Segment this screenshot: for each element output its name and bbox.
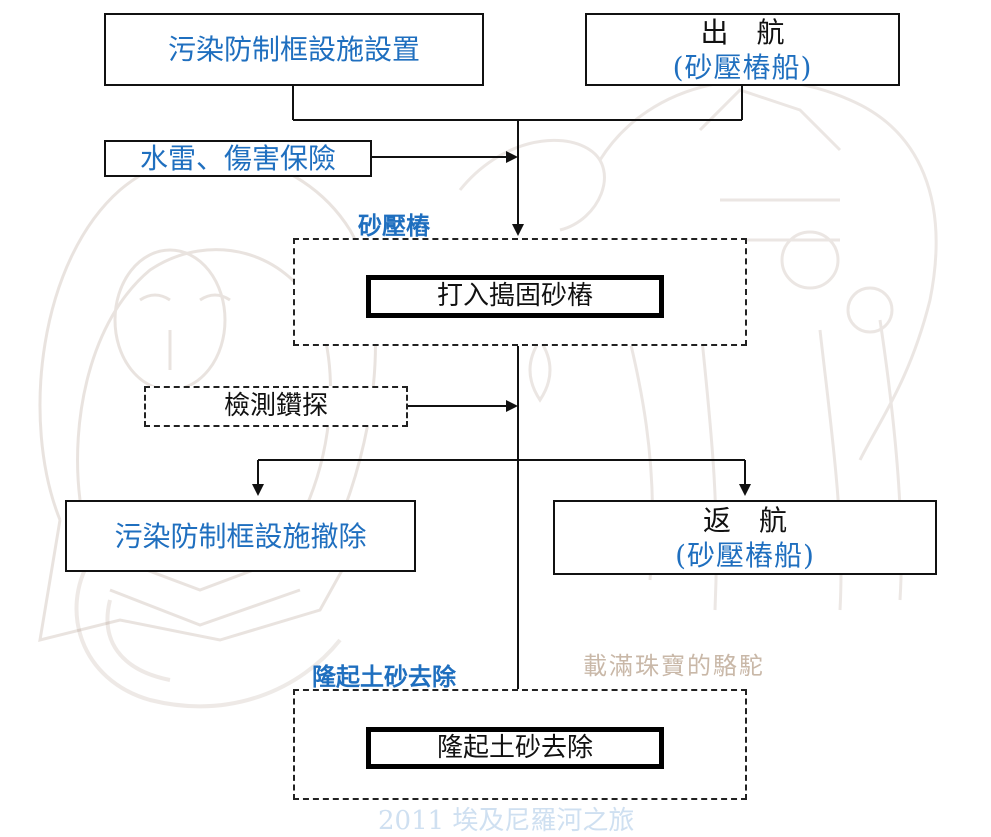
depart-title: 出 航 <box>700 15 785 49</box>
section-label-uplift: 隆起土砂去除 <box>312 663 456 691</box>
watermark-caption: 載滿珠寶的駱駝 <box>583 652 765 680</box>
insurance-box: 水雷、傷害保險 <box>104 140 372 177</box>
section-label-sand-pile: 砂壓樁 <box>358 212 430 240</box>
drive-pile-box: 打入搗固砂樁 <box>366 275 664 318</box>
return-box: 返 航 (砂壓樁船) <box>553 500 937 575</box>
footer-watermark: 2011 埃及尼羅河之旅 <box>378 806 635 836</box>
uplift-remove-label: 隆起土砂去除 <box>436 732 593 763</box>
pollution-setup-box: 污染防制框設施設置 <box>104 13 484 86</box>
survey-label: 檢測鑽探 <box>223 391 328 422</box>
uplift-remove-box: 隆起土砂去除 <box>366 727 664 769</box>
return-subtitle: (砂壓樁船) <box>675 538 815 572</box>
pollution-setup-label: 污染防制框設施設置 <box>167 33 420 66</box>
insurance-label: 水雷、傷害保險 <box>139 142 336 175</box>
drive-pile-label: 打入搗固砂樁 <box>436 281 593 312</box>
depart-subtitle: (砂壓樁船) <box>672 50 813 84</box>
pollution-removal-box: 污染防制框設施撤除 <box>65 500 416 572</box>
return-title: 返 航 <box>702 503 787 537</box>
pollution-removal-label: 污染防制框設施撤除 <box>114 519 367 553</box>
survey-box: 檢測鑽探 <box>144 386 408 427</box>
depart-box: 出 航 (砂壓樁船) <box>585 13 900 86</box>
